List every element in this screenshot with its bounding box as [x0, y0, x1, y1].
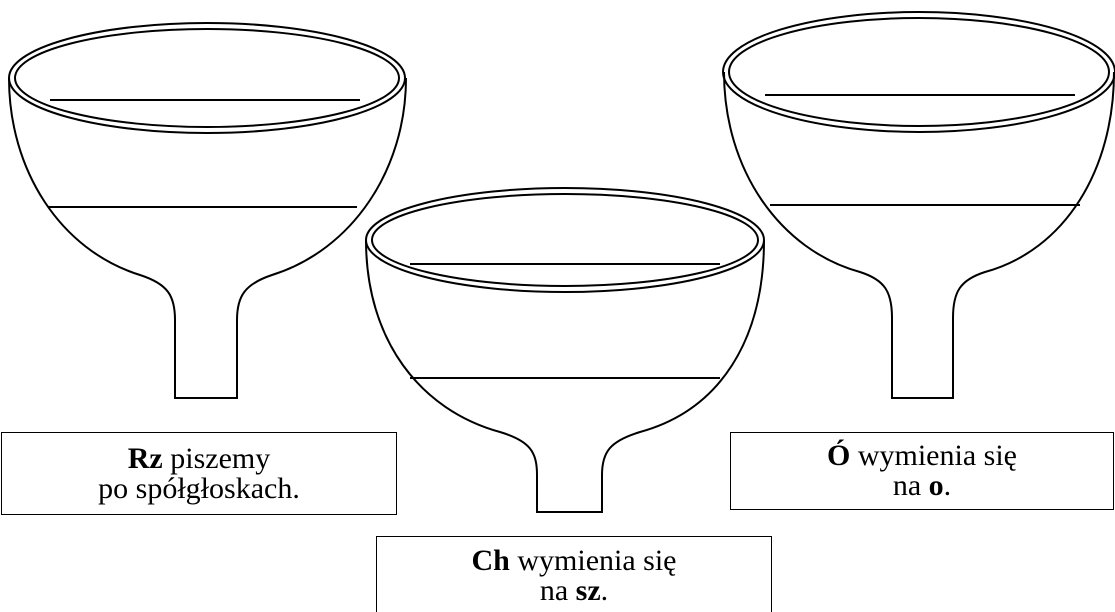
rule-o-bold: Ó: [827, 439, 850, 472]
rule-o-line-2-end: .: [944, 469, 952, 502]
rule-ch-line-2-bold: sz: [576, 574, 601, 607]
funnel-center: [366, 188, 764, 512]
rule-box-o: Ó wymienia się na o.: [730, 432, 1114, 510]
rule-o-line-2: na o.: [731, 471, 1113, 501]
rule-o-text: wymienia się: [850, 439, 1017, 472]
rule-ch-line-2-text: na: [540, 574, 576, 607]
funnel-left-rim-outer: [9, 23, 405, 133]
rule-rz-text: piszemy: [163, 442, 270, 475]
rule-o-line-2-text: na: [893, 469, 929, 502]
funnel-right-rim-outer: [723, 12, 1115, 132]
rule-ch-line-1: Ch wymienia się: [377, 546, 771, 576]
rule-rz-line-2-text: po spółgłoskach.: [98, 472, 300, 505]
funnel-right-rim-inner: [729, 18, 1109, 126]
funnel-left-rim-inner: [15, 29, 399, 127]
funnel-left: [9, 23, 406, 398]
funnel-right-body: [724, 72, 1114, 398]
funnel-center-rim-inner: [372, 194, 758, 286]
rule-ch-line-2: na sz.: [377, 576, 771, 606]
rule-ch-bold: Ch: [472, 544, 510, 577]
rule-rz-line-1: Rz piszemy: [2, 444, 396, 474]
rule-rz-line-2: po spółgłoskach.: [2, 474, 396, 504]
rule-box-ch: Ch wymienia się na sz.: [376, 536, 772, 612]
rule-ch-text: wymienia się: [510, 544, 677, 577]
rule-o-line-1: Ó wymienia się: [731, 441, 1113, 471]
funnel-center-rim-outer: [366, 188, 764, 292]
funnel-center-body: [366, 240, 764, 512]
rule-ch-line-2-end: .: [601, 574, 609, 607]
rule-o-line-2-bold: o: [929, 469, 944, 502]
rule-box-rz: Rz piszemy po spółgłoskach.: [1, 432, 397, 515]
funnel-right: [723, 12, 1115, 398]
rule-rz-bold: Rz: [128, 442, 163, 475]
